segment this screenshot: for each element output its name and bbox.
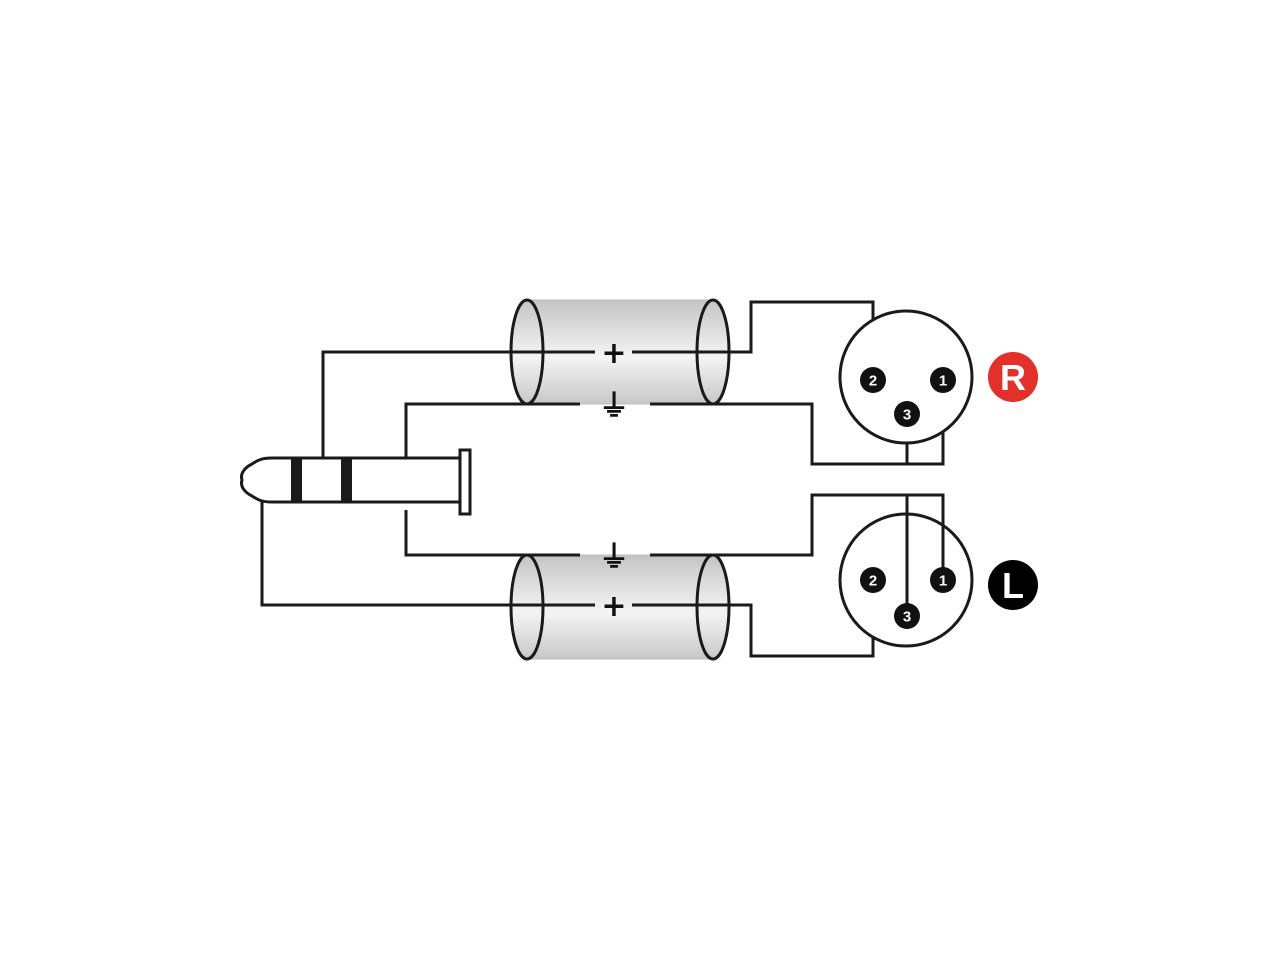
- svg-text:L: L: [1002, 565, 1024, 606]
- badge-right-channel: R: [988, 352, 1038, 402]
- svg-text:2: 2: [869, 573, 877, 590]
- left-signal-plus: +: [601, 589, 626, 624]
- xlr-connector-left: 2 1 3: [838, 495, 974, 648]
- xlr-connector-right: 2 1 3: [838, 309, 974, 445]
- svg-text:3: 3: [903, 609, 911, 626]
- wire-right-shield: [404, 380, 945, 466]
- xlr-right-pin-1: 1: [930, 367, 956, 393]
- wires: [260, 300, 945, 658]
- left-shield-ground-icon: ⏚: [599, 540, 629, 575]
- right-signal-plus: +: [601, 336, 626, 371]
- xlr-left-pin-2: 2: [860, 567, 886, 593]
- cable-left: [509, 553, 731, 661]
- xlr-right-pin-3: 3: [894, 401, 920, 427]
- xlr-left-pin-1: 1: [930, 567, 956, 593]
- xlr-right-pin-2: 2: [860, 367, 886, 393]
- xlr-left-pin-3: 3: [894, 603, 920, 629]
- svg-text:R: R: [1000, 357, 1026, 398]
- svg-text:3: 3: [903, 407, 911, 424]
- svg-text:1: 1: [939, 573, 947, 590]
- right-shield-ground-icon: ⏚: [599, 389, 629, 424]
- stereo-jack-plug-icon: [240, 448, 472, 516]
- svg-text:1: 1: [939, 373, 947, 390]
- svg-text:2: 2: [869, 373, 877, 390]
- badge-left-channel: L: [988, 560, 1038, 610]
